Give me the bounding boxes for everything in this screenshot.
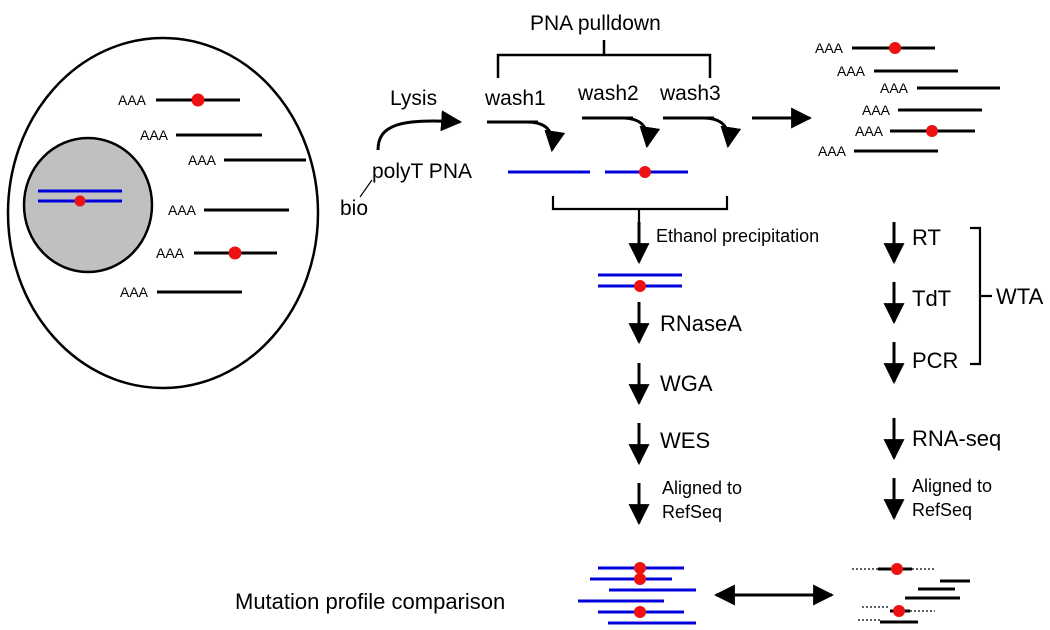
wash2-label: wash2 — [577, 82, 639, 105]
mrna-molecule: AAA — [156, 245, 277, 261]
captured-rna: AAA — [837, 63, 958, 79]
mutation-dot — [634, 562, 646, 574]
mrna-molecule: AAA — [120, 284, 242, 300]
mutation-dot — [191, 93, 205, 107]
polya-label: AAA — [837, 63, 866, 79]
polya-label: AAA — [140, 127, 169, 143]
mutation-dot — [926, 125, 938, 137]
captured-rna: AAA — [818, 143, 938, 159]
polya-label: AAA — [880, 80, 909, 96]
mutation-comparison-label: Mutation profile comparison — [235, 589, 505, 614]
pcr-label: PCR — [912, 348, 958, 373]
mutation-dot — [634, 573, 646, 585]
aligned-right-label: Aligned to — [912, 476, 992, 496]
mutation-dot — [639, 166, 651, 178]
rnaseq-label: RNA-seq — [912, 426, 1001, 451]
polya-label: AAA — [862, 102, 891, 118]
polya-label: AAA — [818, 143, 847, 159]
refseq-right-label: RefSeq — [912, 500, 972, 520]
ethanol-label: Ethanol precipitation — [656, 226, 819, 246]
rt-label: RT — [912, 225, 941, 250]
nuclear-dna — [38, 189, 122, 207]
mutation-dot — [893, 605, 905, 617]
mutation-dot — [634, 280, 646, 292]
lysis-arrow — [376, 110, 463, 151]
polyt-pna-label: polyT PNA — [372, 160, 472, 183]
released-dna — [605, 166, 688, 178]
refseq-left-label: RefSeq — [662, 502, 722, 522]
captured-rna: AAA — [855, 123, 975, 139]
mutation-dot — [634, 606, 646, 618]
wga-label: WGA — [660, 371, 713, 396]
tdt-label: TdT — [912, 286, 951, 311]
dna-collect-bracket — [551, 196, 729, 222]
mrna-molecule: AAA — [140, 127, 262, 143]
polya-label: AAA — [118, 92, 147, 108]
polya-label: AAA — [156, 245, 185, 261]
mrna-molecule: AAA — [118, 92, 240, 108]
cell: AAA AAA AAA AAA AAA AAA — [6, 36, 320, 390]
wta-label: WTA — [996, 284, 1044, 309]
mutation-dot — [228, 246, 242, 260]
mutation-dot — [74, 195, 86, 207]
nucleus — [22, 136, 154, 274]
wash2-arrow — [582, 116, 661, 149]
cell-membrane — [6, 36, 320, 390]
wash3-label: wash3 — [659, 82, 721, 105]
bio-label: bio — [340, 197, 368, 220]
aligned-rna-reads — [852, 563, 970, 624]
mutation-dot — [889, 42, 901, 54]
polya-label: AAA — [188, 152, 217, 168]
polya-label: AAA — [168, 202, 197, 218]
wash1-label: wash1 — [484, 87, 546, 110]
pna-pulldown-label: PNA pulldown — [530, 12, 661, 35]
rnasea-label: RNaseA — [660, 311, 742, 336]
captured-rna: AAA — [880, 80, 1000, 96]
wta-bracket — [970, 226, 992, 366]
mrna-molecule: AAA — [188, 152, 306, 168]
polya-label: AAA — [815, 40, 844, 56]
polya-label: AAA — [120, 284, 149, 300]
purified-dna — [598, 273, 682, 292]
captured-rna: AAA — [862, 102, 982, 118]
wash3-arrow — [663, 116, 742, 149]
wes-label: WES — [660, 428, 710, 453]
aligned-left-label: Aligned to — [662, 478, 742, 498]
bio-connector — [359, 179, 373, 198]
lysis-label: Lysis — [390, 87, 437, 110]
polya-label: AAA — [855, 123, 884, 139]
captured-rna: AAA — [815, 40, 935, 56]
wash1-arrow — [487, 120, 566, 153]
mutation-dot — [891, 563, 903, 575]
pna-pulldown-bracket — [496, 40, 712, 78]
mrna-molecule: AAA — [168, 202, 289, 218]
aligned-dna-reads — [578, 562, 696, 625]
